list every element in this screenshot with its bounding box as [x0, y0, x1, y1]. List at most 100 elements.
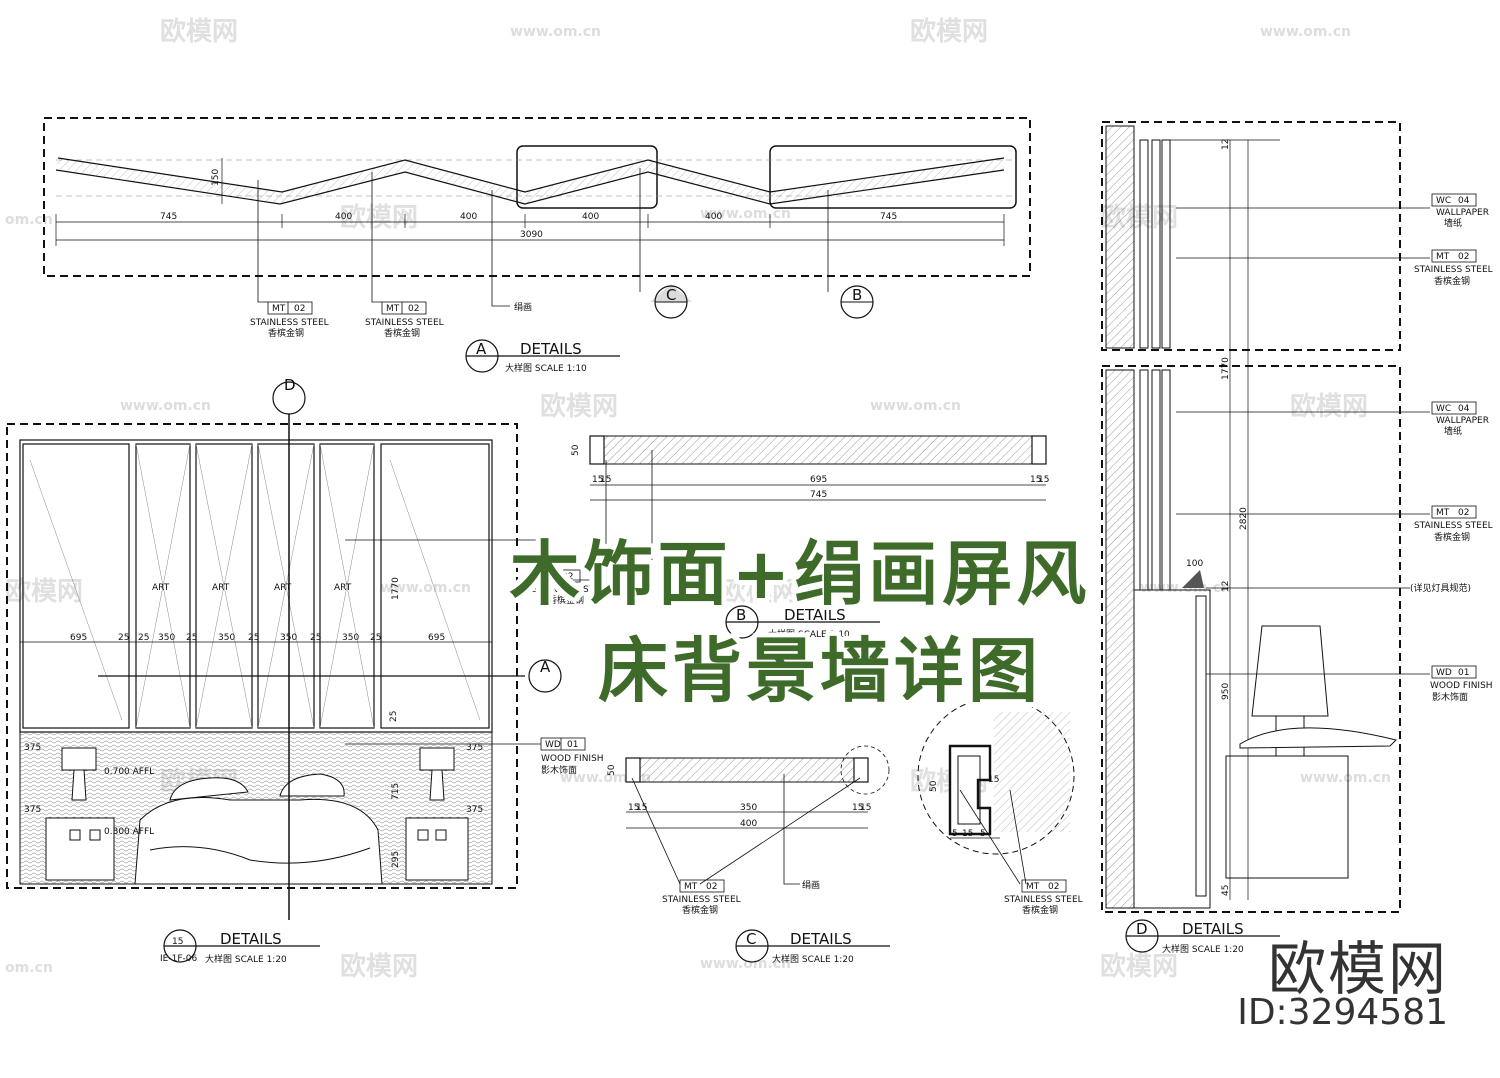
dim-seg: 400	[582, 212, 599, 222]
svg-text:01: 01	[1458, 668, 1469, 678]
svg-text:15: 15	[988, 775, 999, 785]
svg-text:STAINLESS STEEL: STAINLESS STEEL	[532, 585, 611, 595]
svg-text:DETAILS: DETAILS	[220, 930, 282, 948]
svg-text:WOOD FINISH: WOOD FINISH	[1430, 681, 1493, 691]
svg-text:DETAILS: DETAILS	[520, 340, 582, 358]
svg-text:C: C	[746, 930, 756, 948]
svg-text:C: C	[666, 286, 676, 304]
svg-text:15: 15	[1030, 475, 1041, 485]
svg-text:02: 02	[1048, 882, 1059, 892]
dim-seg: 400	[335, 212, 352, 222]
detail-a-plan: 150 745 400 400 400 400 745 3090 MT 02	[43, 117, 1031, 374]
watermark-url: www.om.cn	[510, 24, 601, 40]
svg-text:墙纸: 墙纸	[1444, 217, 1462, 229]
art-label: ART	[334, 583, 352, 593]
svg-text:350: 350	[218, 633, 235, 643]
svg-text:15: 15	[860, 803, 871, 813]
overlay-title-line2: 床背景墙详图	[598, 630, 1042, 712]
section-marker-b: B	[840, 285, 874, 319]
nightstand-right	[405, 747, 469, 881]
dim-seg: 745	[880, 212, 897, 222]
svg-text:墙纸: 墙纸	[1444, 425, 1462, 437]
svg-text:WD: WD	[545, 740, 561, 750]
svg-text:大样图 SCALE 1:10: 大样图 SCALE 1:10	[505, 362, 587, 374]
svg-text:25: 25	[389, 711, 399, 722]
silk-label: 绢画	[514, 301, 532, 313]
art-label: ART	[212, 583, 230, 593]
silk-label: 绢画	[802, 879, 820, 891]
watermark-url: www.om.cn	[870, 398, 961, 414]
svg-text:295: 295	[391, 851, 401, 868]
watermark-url: www.om.cn	[380, 580, 471, 596]
dim-seg: 400	[460, 212, 477, 222]
watermark-logo: 欧模网	[720, 576, 798, 607]
svg-text:400: 400	[740, 819, 757, 829]
joint-detail: 50 5 15 5 15 MT 02 STAINLESS STEEL 香槟金钢	[917, 697, 1083, 916]
svg-text:100: 100	[1186, 559, 1203, 569]
svg-text:香槟金钢: 香槟金钢	[268, 327, 304, 339]
svg-text:MT: MT	[540, 572, 554, 582]
wc-tag: WC 04 WALLPAPER 墙纸	[1431, 401, 1489, 437]
svg-text:WALLPAPER: WALLPAPER	[1436, 416, 1489, 426]
mt-tag: MT 02 STAINLESS STEEL 香槟金钢	[1004, 879, 1083, 916]
svg-text:香槟金钢: 香槟金钢	[548, 594, 584, 606]
svg-text:15: 15	[962, 829, 973, 839]
svg-text:25: 25	[118, 633, 129, 643]
svg-text:45: 45	[1221, 885, 1231, 896]
svg-text:15: 15	[628, 803, 639, 813]
svg-text:50: 50	[929, 780, 939, 792]
brand-logo-text: 欧模网	[1267, 935, 1448, 1003]
detail-c: 50 350 400 15 15 15 15 绢画 MT 02 STAINLES…	[607, 745, 890, 965]
svg-text:A: A	[540, 658, 551, 676]
section-marker-a: A	[98, 658, 562, 693]
svg-text:15: 15	[852, 803, 863, 813]
svg-text:STAINLESS STEEL: STAINLESS STEEL	[365, 318, 444, 328]
svg-text:B: B	[852, 286, 862, 304]
mt-tag: MT 02 STAINLESS STEEL 香槟金钢	[662, 879, 741, 916]
nightstand-left	[45, 747, 115, 881]
overlay-title-line1: 木饰面+绢画屏风	[509, 533, 1091, 615]
svg-text:715: 715	[391, 783, 401, 800]
svg-text:695: 695	[428, 633, 445, 643]
svg-text:02: 02	[1458, 252, 1469, 262]
wd-tag: WD 01 WOOD FINISH 影木饰面	[1430, 665, 1493, 703]
svg-text:WD: WD	[1436, 668, 1452, 678]
svg-text:375: 375	[466, 743, 483, 753]
svg-text:WC: WC	[1436, 404, 1451, 414]
section-marker-c: C	[650, 284, 692, 319]
bed	[134, 773, 383, 885]
svg-text:MT: MT	[1436, 508, 1450, 518]
svg-text:1770: 1770	[1221, 357, 1231, 380]
svg-text:1770: 1770	[391, 577, 401, 600]
dim-height: 150	[211, 169, 221, 186]
watermark-url-partial: om.cn	[5, 212, 53, 228]
svg-text:影木饰面: 影木饰面	[1432, 691, 1468, 703]
svg-text:04: 04	[1458, 404, 1470, 414]
svg-text:01: 01	[567, 740, 578, 750]
svg-text:02: 02	[562, 572, 573, 582]
svg-text:B: B	[736, 606, 746, 624]
art-label: ART	[152, 583, 170, 593]
svg-text:MT: MT	[386, 304, 400, 314]
svg-text:MT: MT	[684, 882, 698, 892]
svg-text:695: 695	[70, 633, 87, 643]
svg-text:2820: 2820	[1239, 507, 1249, 530]
watermark-logo: 欧模网	[1100, 951, 1178, 982]
svg-text:02: 02	[408, 304, 419, 314]
svg-text:大样图 SCALE 1:20: 大样图 SCALE 1:20	[772, 953, 854, 965]
watermark-url: www.om.cn	[120, 398, 211, 414]
svg-text:WOOD FINISH: WOOD FINISH	[541, 754, 604, 764]
svg-text:12: 12	[1221, 139, 1231, 150]
svg-text:695: 695	[810, 475, 827, 485]
svg-text:02: 02	[706, 882, 717, 892]
detail-b-title: B DETAILS 大样图 SCALE 1:10	[725, 605, 880, 640]
dim-seg: 400	[705, 212, 722, 222]
svg-text:950: 950	[1221, 683, 1231, 700]
section-marker-d: D	[272, 376, 306, 415]
svg-text:STAINLESS STEEL: STAINLESS STEEL	[1414, 265, 1493, 275]
dim-total: 3090	[520, 230, 543, 240]
mt-tag: MT 02 STAINLESS STEEL 香槟金钢	[532, 569, 611, 606]
svg-text:25: 25	[138, 633, 149, 643]
watermark-url: www.om.cn	[700, 206, 791, 222]
svg-text:香槟金钢: 香槟金钢	[1434, 275, 1470, 287]
